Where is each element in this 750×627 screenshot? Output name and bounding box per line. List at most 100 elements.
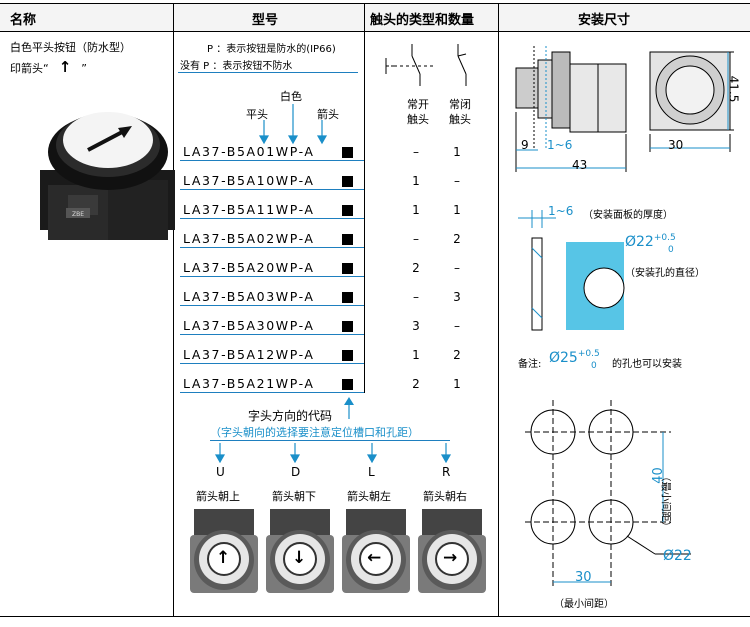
model-code: LA37-B5A20WP-A [183,260,315,275]
hole-tol-low: 0 [668,245,674,255]
label-flat: 平头 [246,108,268,121]
dim-9: 9 [521,138,529,152]
row-separator [180,247,364,248]
side-view-drawing [515,46,734,172]
header-name: 名称 [10,13,37,28]
dim-43: 43 [572,158,588,172]
no-count: 1 [412,174,420,188]
variant-square [342,263,353,274]
no-count: – [413,232,419,246]
nc-count: 1 [453,145,461,159]
no-label-1: 常开 [407,98,429,111]
table-top-border [0,3,750,4]
nc-count: 2 [453,232,461,246]
variant-square [342,176,353,187]
arrow-right-icon: → [443,548,458,568]
row-separator [180,276,364,277]
header-install: 安装尺寸 [578,13,631,28]
model-code: LA37-B5A03WP-A [183,289,315,304]
variant-square [342,350,353,361]
arrow-up-icon: ↑ [216,548,231,568]
direction-up-arrow-icon [344,397,354,419]
product-desc-1: 白色平头按钮（防水型） [10,41,131,54]
no-count: – [413,290,419,304]
svg-text:ZBE: ZBE [72,211,84,218]
code-r: R [442,465,451,479]
nc-count: 3 [453,290,461,304]
nc-count: – [454,174,460,188]
arrow-down-icon: ↓ [292,548,307,568]
hole2-diameter: Ø22 [663,548,692,564]
dim-41-5: 41.5 [726,75,741,103]
model-code: LA37-B5A11WP-A [183,202,315,217]
hole-note: （安装孔的直径） [625,268,705,279]
no-count: 1 [412,348,420,362]
variant-square [342,147,353,158]
label-arrow: 箭头 [317,108,339,121]
code-u: U [216,465,225,479]
no-label-2: 触头 [407,113,429,126]
product-desc-2: 印箭头“↑” [10,58,87,76]
row-separator [180,218,364,219]
variant-square [342,379,353,390]
nc-count: 1 [453,203,461,217]
panel-drawing [518,210,625,331]
direction-title: 字头方向的代码 [248,409,333,423]
model-code: LA37-B5A12WP-A [183,347,315,362]
no-count: 2 [412,261,420,275]
no-count: 2 [412,377,420,391]
button-up-image: ↑ [188,505,260,595]
col-border-2 [364,3,365,393]
hole-diameter: Ø22+0.5 [625,233,676,250]
remark-hole: Ø25+0.5 [549,349,600,366]
dir-label-up: 箭头朝上 [196,490,240,503]
arrow-up-icon: ↑ [58,58,72,76]
variant-square [342,205,353,216]
no-count: – [413,145,419,159]
spacing-30: 30 [575,570,592,585]
contact-symbol-icon [385,44,467,86]
spacing-40-note: （最小间距） [659,471,671,532]
note-no-p: 没有 P ：表示按钮不防水 [180,61,293,72]
remark-suffix: 的孔也可以安装 [612,359,682,370]
button-left-image: ← [340,505,412,595]
direction-subtitle: （字头朝向的选择要注意定位槽口和孔距） [210,426,419,439]
nc-count: – [454,319,460,333]
table-bottom-border [0,616,750,617]
dir-label-right: 箭头朝右 [423,490,467,503]
variant-square [342,321,353,332]
header-band [0,3,750,32]
model-code: LA37-B5A01WP-A [183,144,315,159]
arrow-left-icon: ← [367,548,382,568]
remark-tol-low: 0 [591,361,597,371]
nc-label-2: 触头 [449,113,471,126]
nc-count: 2 [453,348,461,362]
code-d: D [291,465,301,479]
spacing-30-note: （最小间距） [554,599,614,610]
product-photo: ZBE [40,112,175,240]
dim-30: 30 [668,138,684,152]
nc-count: – [454,261,460,275]
nc-count: 1 [453,377,461,391]
header-model: 型号 [252,13,279,28]
row-separator [180,305,364,306]
row-separator [180,363,364,364]
panel-note: （安装面板的厚度） [583,210,673,221]
direction-underline [210,440,450,441]
nc-label-1: 常闭 [449,98,471,111]
row-separator [180,160,364,161]
model-code: LA37-B5A10WP-A [183,173,315,188]
header-bottom-border [0,31,750,32]
dir-label-down: 箭头朝下 [272,490,316,503]
note-p: P ：表示按钮是防水的(IP66) [207,44,336,55]
dir-label-left: 箭头朝左 [347,490,391,503]
model-code: LA37-B5A30WP-A [183,318,315,333]
remark-prefix: 备注: [518,359,542,370]
button-right-image: → [416,505,488,595]
button-down-image: ↓ [264,505,336,595]
model-pointer-arrows [258,104,328,145]
row-separator [180,392,364,393]
row-separator [180,189,364,190]
note-underline [178,72,358,73]
no-count: 1 [412,203,420,217]
